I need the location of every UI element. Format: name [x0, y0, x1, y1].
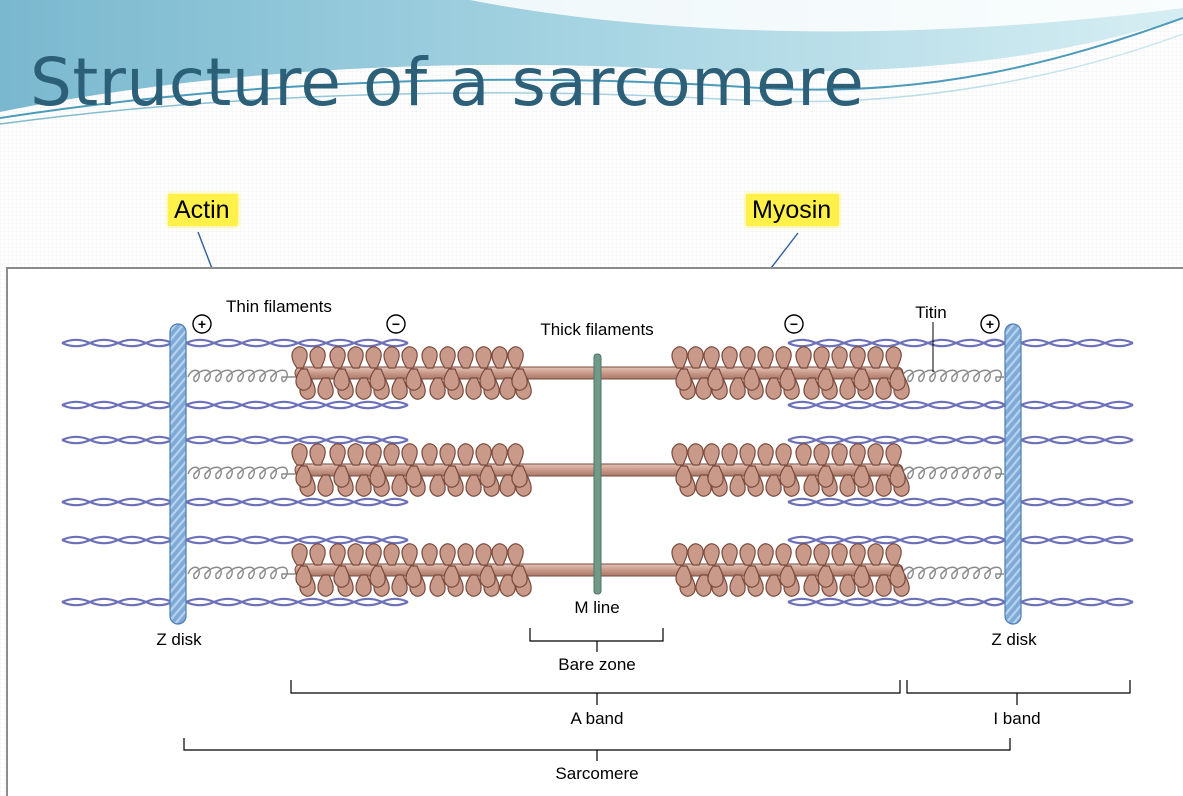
- actin-strand-right-inner-bottom-1: [787, 400, 1006, 410]
- plus-symbol-left: +: [198, 316, 206, 332]
- polarity-markers: + − − +: [192, 314, 1000, 334]
- plus-marker-left: +: [192, 314, 212, 334]
- titin-right-2: [901, 466, 1004, 480]
- plus-marker-right: +: [980, 314, 1000, 334]
- slide-title: Structure of a sarcomere: [30, 44, 865, 121]
- swoosh-line-1: [0, 17, 1183, 119]
- actin-strand-left-inner-top-1: [185, 338, 409, 348]
- diagram-labels: Thin filaments Thick filaments Titin Z d…: [156, 297, 1040, 783]
- thick-filaments-label: Thick filaments: [540, 320, 653, 339]
- thick-filament-2: [291, 443, 910, 497]
- sarcomere-label: Sarcomere: [555, 764, 638, 783]
- actin-strand-right-inner-top-3: [787, 535, 1006, 545]
- actin-strand-left-inner-bottom-2: [185, 497, 409, 507]
- actin-strand-left-outer-top-1: [61, 338, 173, 348]
- swoosh-line-2: [0, 33, 1183, 125]
- actin-strand-right-outer-top-2: [1020, 435, 1134, 445]
- myosin-callout: Myosin: [746, 194, 840, 226]
- actin-strand-left-outer-bottom-2: [61, 497, 173, 507]
- minus-symbol-right: −: [790, 316, 798, 332]
- actin-strand-right-outer-bottom-3: [1020, 597, 1134, 607]
- bare-zone-label: Bare zone: [558, 655, 636, 674]
- actin-strand-right-outer-bottom-2: [1020, 497, 1134, 507]
- actin-strand-left-outer-bottom-3: [61, 597, 173, 607]
- actin-strand-right-inner-top-2: [787, 435, 1006, 445]
- actin-strand-right-outer-bottom-1: [1020, 400, 1134, 410]
- actin-strand-left-inner-top-2: [185, 435, 409, 445]
- i-band-bracket: [906, 680, 1131, 705]
- brackets: [183, 628, 1131, 761]
- titin-left-2: [187, 466, 296, 480]
- titin-right-1: [901, 369, 1004, 383]
- titin-label: Titin: [915, 303, 947, 322]
- thin-filaments-label: Thin filaments: [226, 297, 332, 316]
- actin-callout-label: Actin: [168, 194, 238, 226]
- swoosh-white-arc: [470, 0, 1183, 32]
- minus-marker-left: −: [386, 314, 406, 334]
- z-disk-left-label: Z disk: [156, 630, 202, 649]
- a-band-label: A band: [571, 709, 624, 728]
- actin-layer: [61, 338, 1134, 607]
- titin-left-1: [187, 369, 296, 383]
- minus-marker-right: −: [784, 314, 804, 334]
- z-disk-right: [1004, 323, 1022, 625]
- thick-filament-layer: [291, 346, 910, 597]
- actin-strand-left-outer-top-2: [61, 435, 173, 445]
- thick-filament-1: [291, 346, 910, 400]
- header-swoosh: [0, 0, 1183, 125]
- actin-strand-left-inner-bottom-1: [185, 400, 409, 410]
- actin-strand-right-inner-bottom-3: [787, 597, 1006, 607]
- actin-callout: Actin: [168, 194, 238, 226]
- i-band-label: I band: [993, 709, 1040, 728]
- m-line: [593, 353, 602, 595]
- sarcomere-bracket: [183, 738, 1011, 761]
- titin-left-3: [187, 566, 296, 580]
- actin-strand-left-inner-bottom-3: [185, 597, 409, 607]
- actin-strand-left-inner-top-3: [185, 535, 409, 545]
- minus-symbol-left: −: [392, 316, 400, 332]
- plus-symbol-right: +: [986, 316, 994, 332]
- actin-strand-left-outer-top-3: [61, 535, 173, 545]
- actin-strand-right-inner-bottom-2: [787, 497, 1006, 507]
- actin-strand-right-inner-top-1: [787, 338, 1006, 348]
- actin-strand-right-outer-top-1: [1020, 338, 1134, 348]
- actin-strand-right-outer-top-3: [1020, 535, 1134, 545]
- titin-right-3: [901, 566, 1004, 580]
- bare-zone-bracket: [529, 628, 664, 652]
- a-band-bracket: [290, 680, 901, 705]
- actin-strand-left-outer-bottom-1: [61, 400, 173, 410]
- z-disk-right-label: Z disk: [991, 630, 1037, 649]
- titin-layer: [187, 369, 1004, 580]
- z-disk-left: [169, 323, 187, 625]
- myosin-callout-label: Myosin: [746, 194, 840, 226]
- m-line-label: M line: [574, 598, 619, 617]
